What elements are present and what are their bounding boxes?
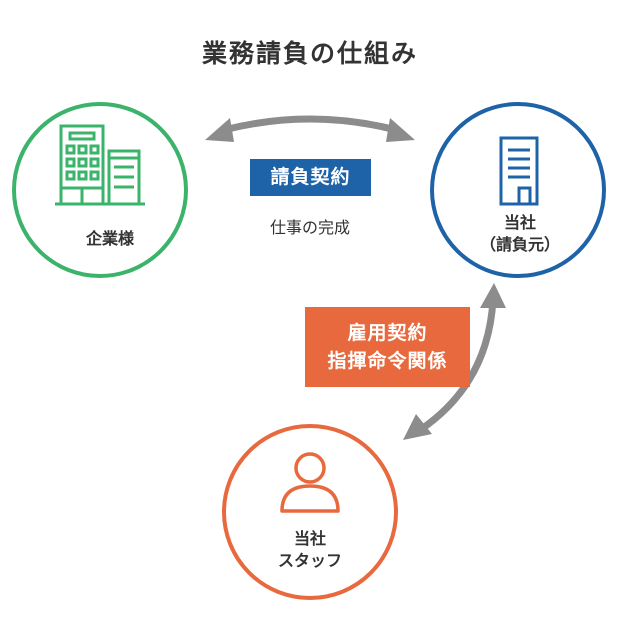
building-icon (499, 136, 539, 206)
staff-circle (222, 424, 398, 600)
employment-badge-line2: 指揮命令関係 (327, 350, 448, 372)
office-buildings-icon (55, 124, 145, 206)
employment-badge: 雇用契約 指揮命令関係 (305, 307, 470, 387)
contract-description: 仕事の完成 (269, 218, 350, 237)
page-title: 業務請負の仕組み (201, 39, 418, 68)
staff-label-line2: スタッフ (277, 551, 342, 570)
client-label: 企業様 (30, 228, 190, 250)
company-circle (430, 102, 606, 278)
person-icon (280, 452, 340, 513)
employment-arrow (403, 283, 506, 440)
contract-badge-bg (250, 159, 371, 196)
staff-label: 当社 スタッフ (230, 528, 390, 572)
contract-badge: 請負契約 (270, 166, 351, 188)
employment-badge-bg (305, 307, 470, 387)
staff-label-line1: 当社 (293, 529, 326, 548)
company-label: 当社 （請負元） (430, 212, 610, 256)
company-label-line1: 当社 (503, 213, 536, 232)
client-circle (12, 102, 188, 278)
contract-arrow (205, 115, 415, 142)
client-label-text: 企業様 (85, 229, 134, 248)
company-label-line2: （請負元） (479, 235, 560, 254)
employment-badge-line1: 雇用契約 (347, 322, 428, 344)
